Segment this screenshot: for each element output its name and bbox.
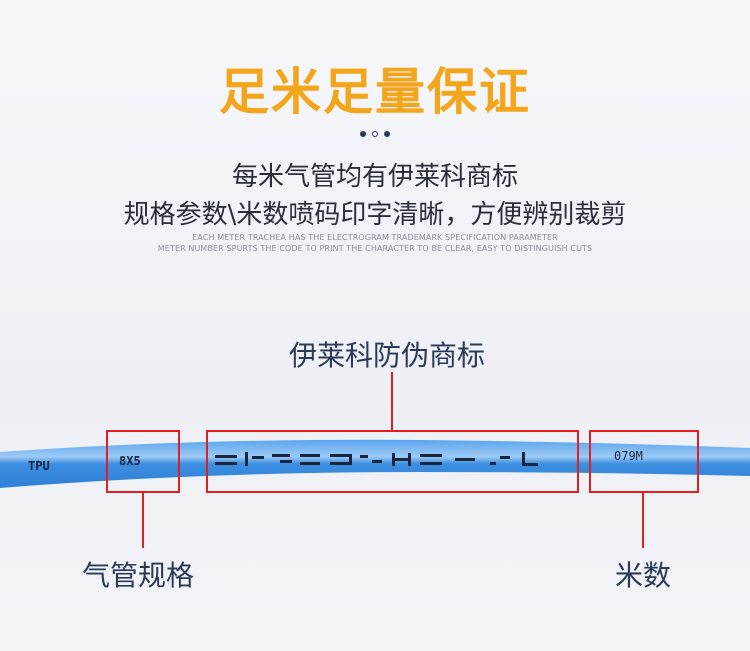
page-title: 足米足量保证 (219, 63, 531, 121)
tube-material-print: TPU (28, 459, 50, 473)
air-tube (0, 439, 750, 488)
spec-highlight-box (106, 430, 180, 493)
spec-pointer (142, 491, 144, 548)
english-line-1: EACH METER TRACHEA HAS THE ELECTROGRAM T… (192, 233, 558, 242)
decorative-dots (0, 131, 750, 137)
trademark-print (215, 452, 538, 466)
english-line-2: METER NUMBER SPURTS THE CODE TO PRINT TH… (157, 244, 593, 253)
tube-meter-print: 079M (614, 449, 643, 463)
spec-label: 气管规格 (82, 559, 195, 592)
trademark-pointer (391, 372, 393, 431)
tube-spec-print: 8X5 (119, 454, 141, 468)
meter-label: 米数 (615, 559, 672, 592)
meter-pointer (642, 491, 644, 548)
meter-highlight-box (589, 430, 699, 493)
trademark-label: 伊莱科防伪商标 (289, 339, 486, 372)
dot-icon (372, 131, 378, 137)
dot-icon (384, 131, 390, 137)
dot-icon (360, 131, 366, 137)
subtitle-line-2: 规格参数\米数喷码印字清晰，方便辨别裁剪 (123, 200, 627, 230)
trademark-highlight-box (206, 430, 579, 493)
subtitle-line-1: 每米气管均有伊莱科商标 (231, 162, 518, 192)
